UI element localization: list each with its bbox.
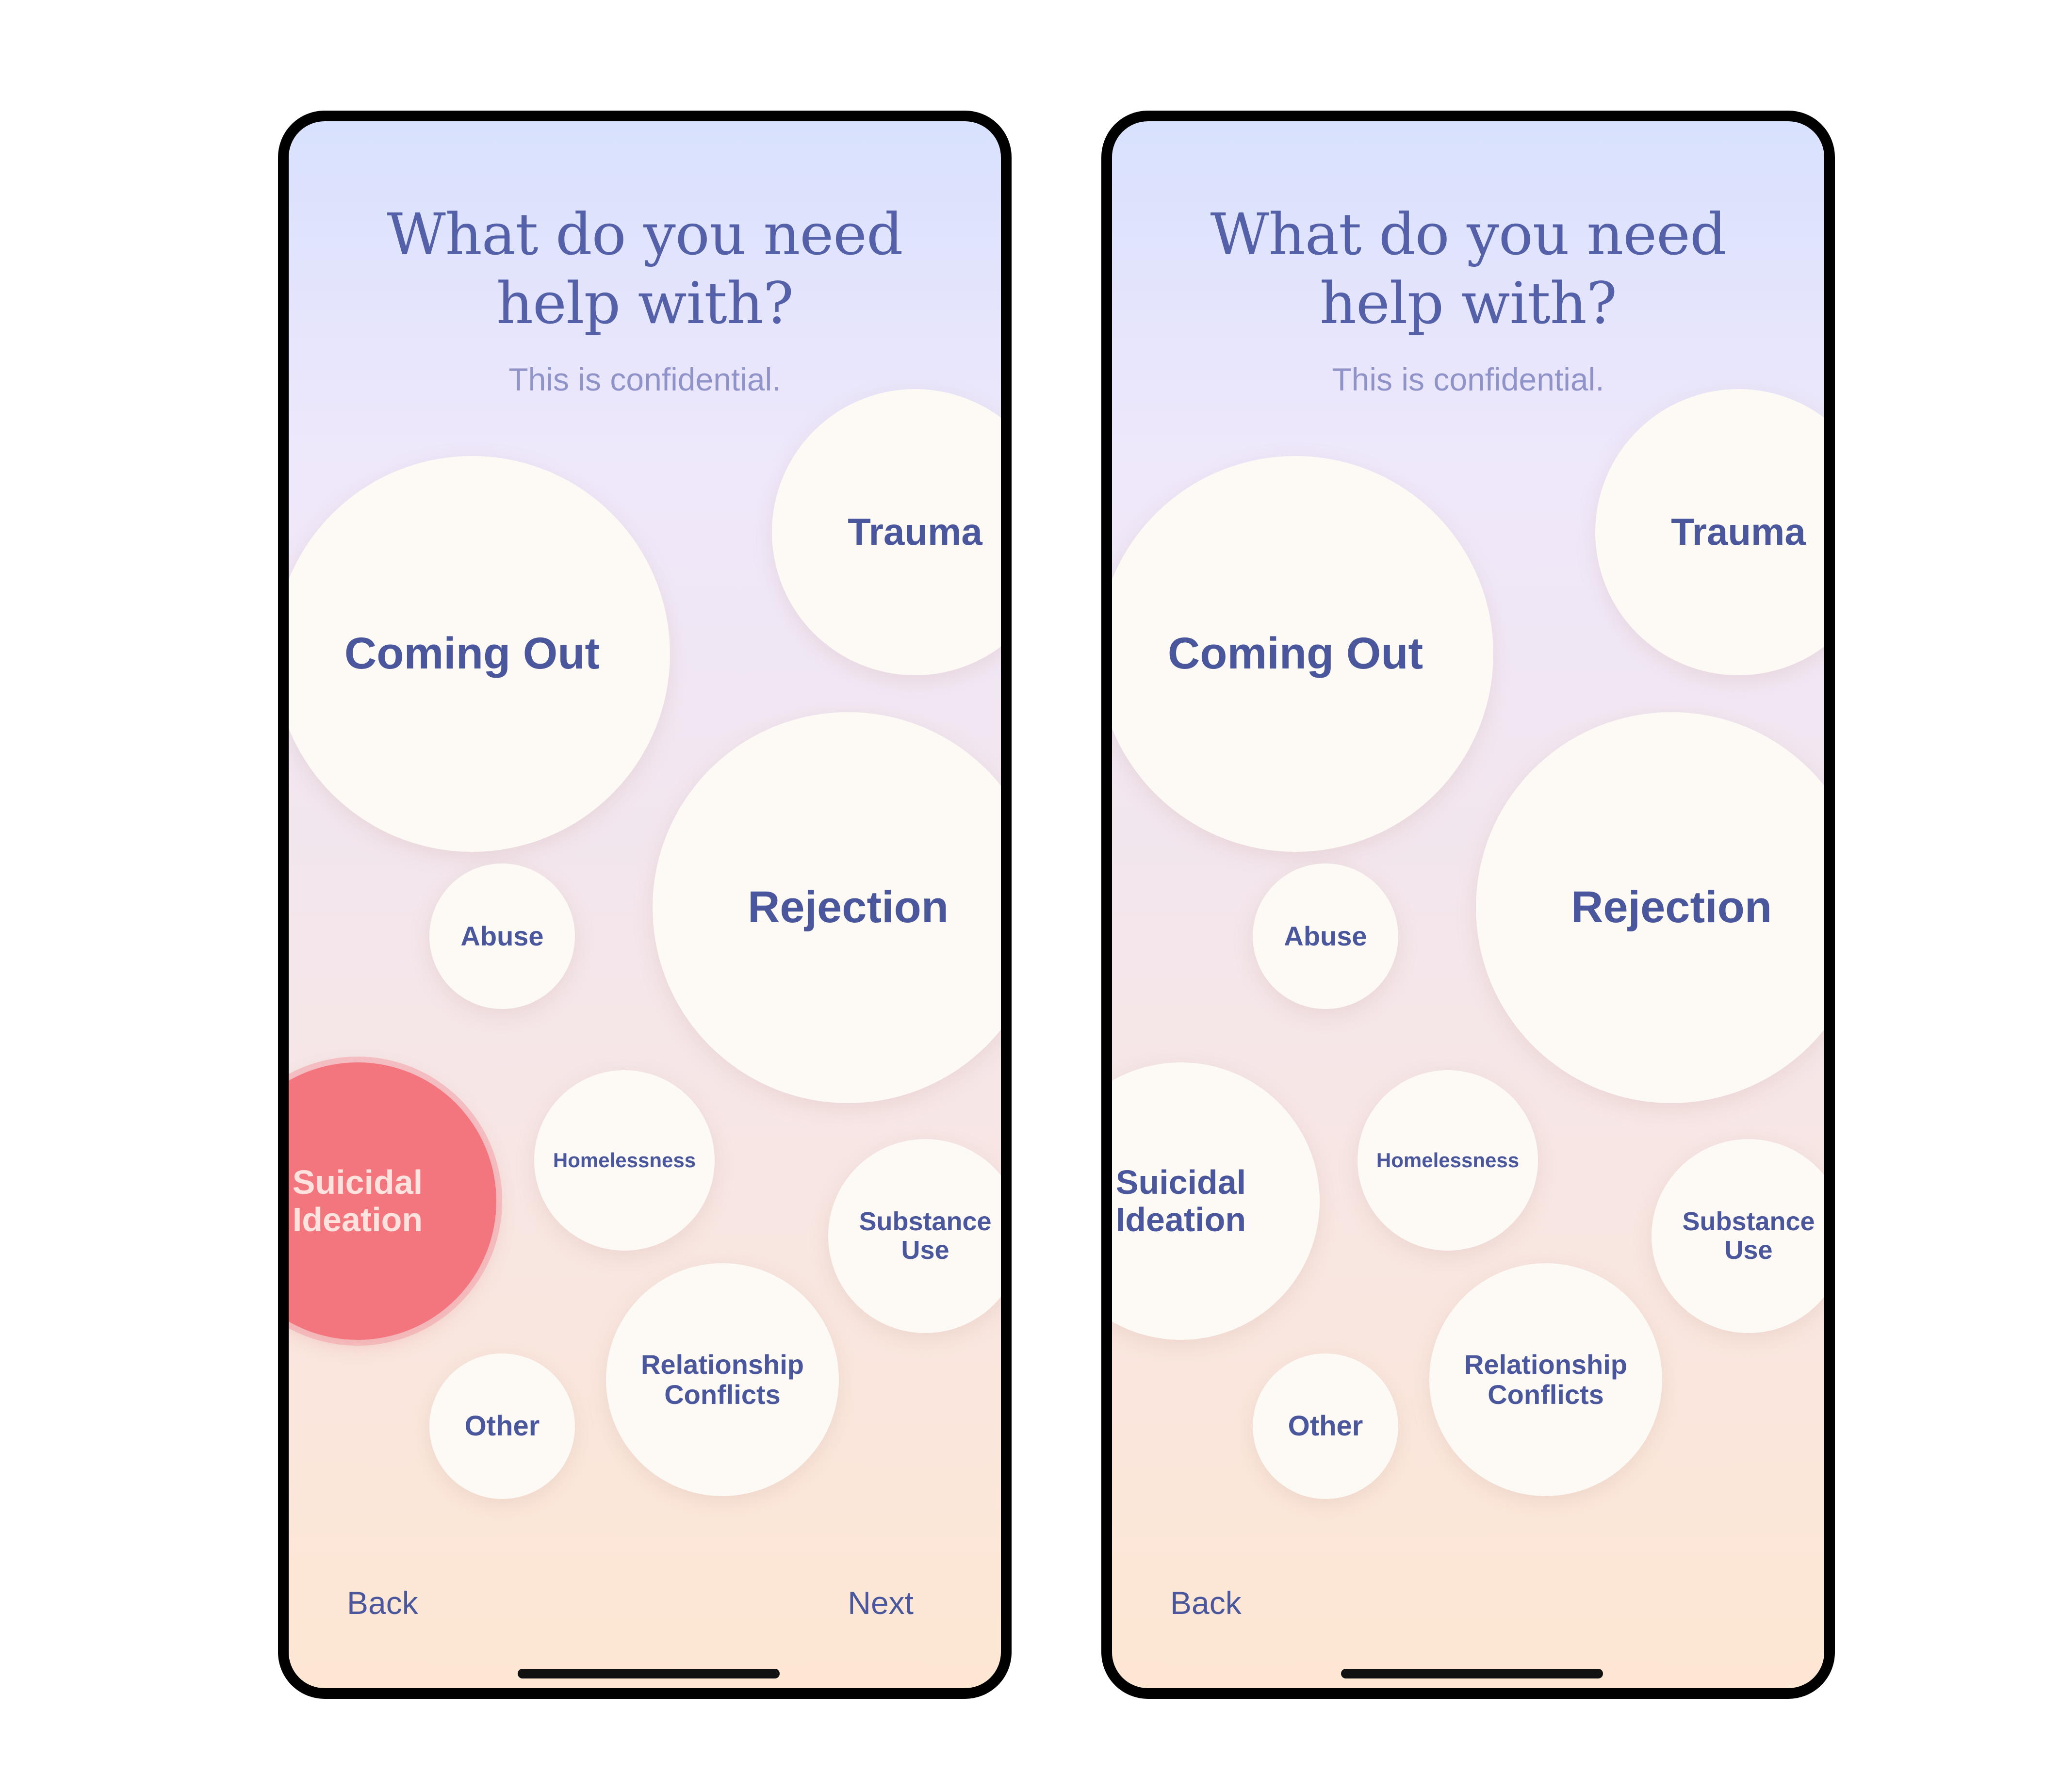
option-label: Rejection	[747, 882, 949, 932]
option-substance-use[interactable]: Substance Use	[828, 1139, 1001, 1333]
page-subtitle: This is confidential.	[508, 361, 781, 397]
option-coming-out[interactable]: Coming Out	[1112, 456, 1493, 852]
option-coming-out[interactable]: Coming Out	[289, 456, 670, 852]
option-label: Substance Use	[859, 1206, 992, 1265]
option-suicidal-ideation[interactable]: Suicidal Ideation	[289, 1062, 496, 1340]
back-button[interactable]: Back	[347, 1585, 418, 1621]
option-homelessness[interactable]: Homelessness	[534, 1070, 715, 1251]
page-title: What do you need help with?	[289, 200, 1001, 338]
option-other[interactable]: Other	[1253, 1353, 1398, 1499]
option-label: Homelessness	[553, 1148, 696, 1172]
home-indicator[interactable]	[518, 1669, 780, 1678]
option-label: Abuse	[1284, 921, 1367, 952]
back-button[interactable]: Back	[1170, 1585, 1242, 1621]
option-label: Trauma	[1671, 510, 1806, 554]
option-label: Suicidal Ideation	[292, 1163, 423, 1238]
option-label: Rejection	[1570, 882, 1772, 932]
page-subtitle: This is confidential.	[1332, 361, 1604, 397]
option-label: Coming Out	[344, 629, 600, 679]
option-substance-use[interactable]: Substance Use	[1652, 1139, 1824, 1333]
option-label: Relationship Conflicts	[640, 1349, 804, 1410]
phone-screen-unselected: What do you need help with? This is conf…	[1101, 111, 1835, 1699]
option-label: Other	[1288, 1410, 1363, 1442]
title-line-1: What do you need	[387, 201, 903, 268]
option-trauma[interactable]: Trauma	[1595, 389, 1824, 675]
option-relationship-conflicts[interactable]: Relationship Conflicts	[606, 1263, 839, 1496]
title-line-2: help with?	[1319, 270, 1617, 337]
option-label: Substance Use	[1682, 1206, 1815, 1265]
phone-screen-selected: What do you need help with? This is conf…	[278, 111, 1012, 1699]
title-line-1: What do you need	[1210, 201, 1726, 268]
option-homelessness[interactable]: Homelessness	[1358, 1070, 1538, 1251]
option-label: Abuse	[460, 921, 544, 952]
option-label: Trauma	[848, 510, 982, 554]
option-other[interactable]: Other	[429, 1353, 575, 1499]
next-button[interactable]: Next	[848, 1585, 914, 1621]
option-trauma[interactable]: Trauma	[772, 389, 1001, 675]
option-abuse[interactable]: Abuse	[429, 863, 575, 1009]
option-rejection[interactable]: Rejection	[1476, 712, 1824, 1103]
option-suicidal-ideation[interactable]: Suicidal Ideation	[1112, 1062, 1320, 1340]
title-line-2: help with?	[496, 270, 794, 337]
option-label: Relationship Conflicts	[1464, 1349, 1628, 1410]
option-abuse[interactable]: Abuse	[1253, 863, 1398, 1009]
option-label: Homelessness	[1376, 1148, 1520, 1172]
option-label: Suicidal Ideation	[1115, 1163, 1246, 1238]
option-label: Other	[464, 1410, 540, 1442]
home-indicator[interactable]	[1341, 1669, 1603, 1678]
page-title: What do you need help with?	[1112, 200, 1824, 338]
option-rejection[interactable]: Rejection	[653, 712, 1001, 1103]
option-relationship-conflicts[interactable]: Relationship Conflicts	[1429, 1263, 1662, 1496]
option-label: Coming Out	[1167, 629, 1423, 679]
